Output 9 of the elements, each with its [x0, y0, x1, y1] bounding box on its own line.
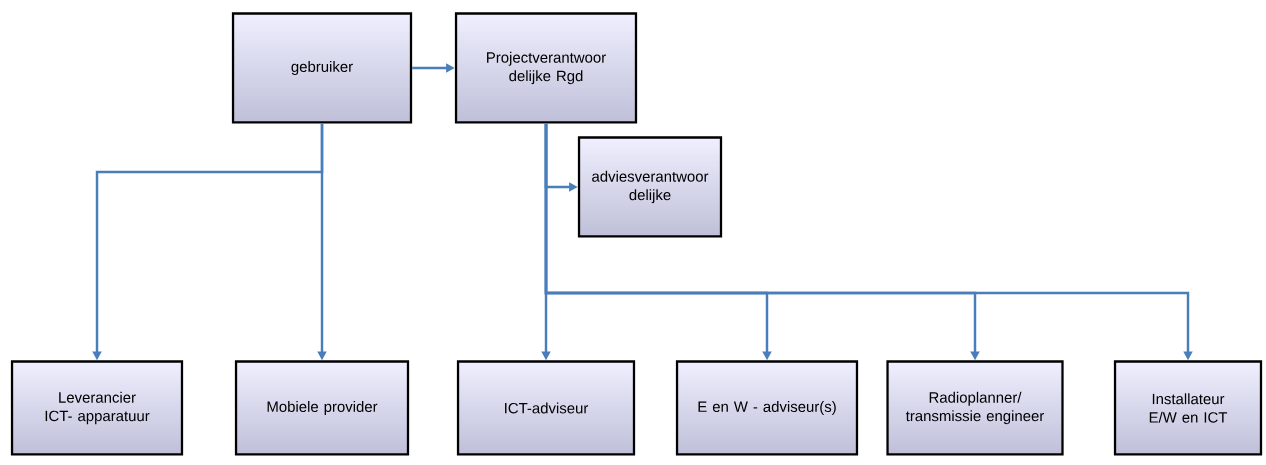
- process-box: Projectverantwoor delijke Rgd: [454, 12, 638, 124]
- process-box: Radioplanner/ transmissie engineer: [886, 360, 1064, 456]
- process-box: Leverancier ICT- apparatuur: [10, 360, 184, 456]
- process-box: adviesverantwoor delijke: [577, 136, 723, 238]
- process-box: gebruiker: [231, 12, 413, 124]
- process-box: Installateur E/W en ICT: [1113, 360, 1263, 456]
- process-box: Mobiele provider: [234, 360, 410, 456]
- process-box: ICT-adviseur: [456, 360, 636, 456]
- process-box: E en W - adviseur(s): [675, 360, 859, 456]
